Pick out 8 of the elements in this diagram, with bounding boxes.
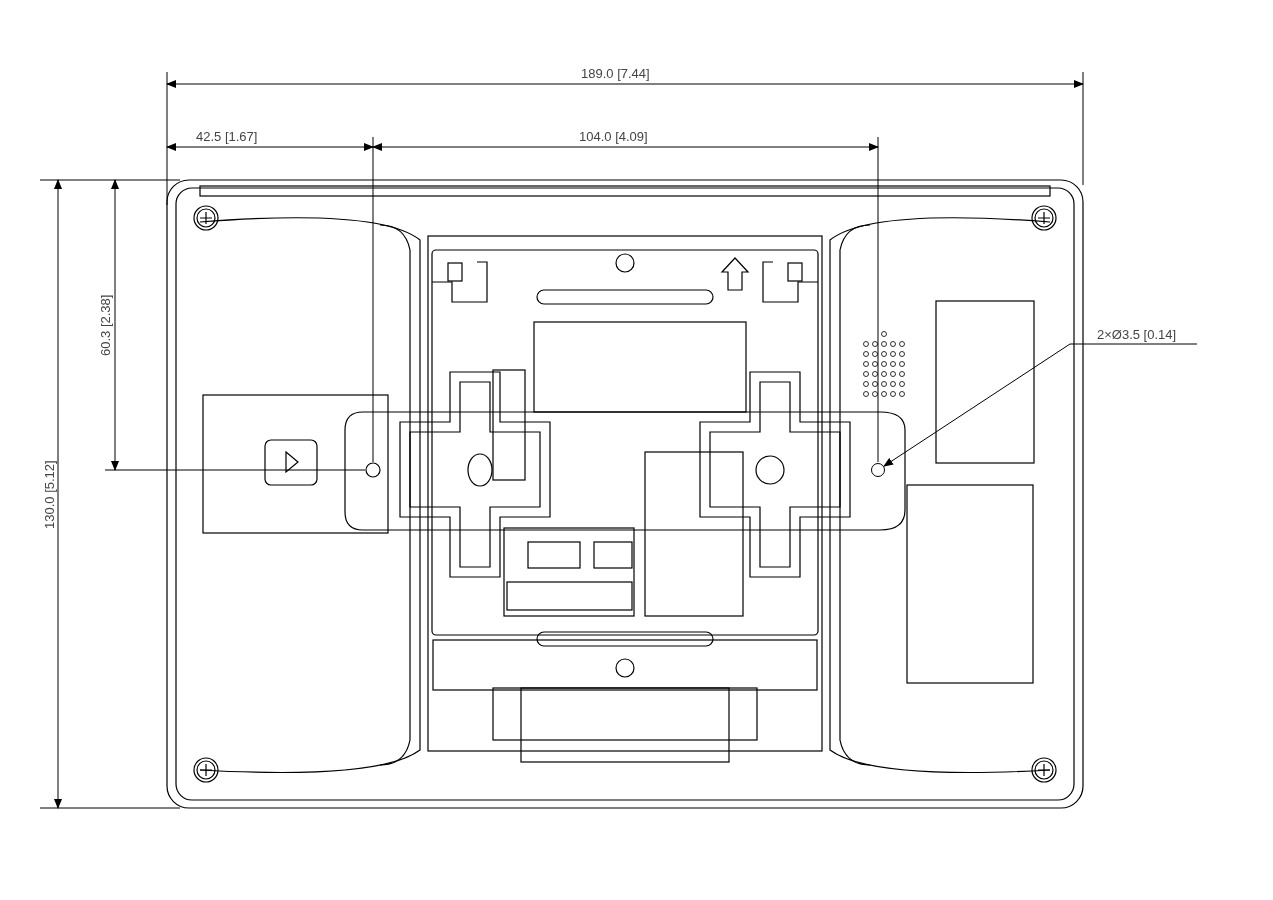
dimension-text: 42.5 [1.67] — [195, 130, 259, 144]
dimension-text: 130.0 [5.12] — [43, 458, 57, 530]
leader-line — [883, 343, 1198, 467]
dimension-text: 104.0 [4.09] — [578, 130, 649, 144]
dimension-text: 189.0 [7.44] — [580, 67, 651, 81]
dimension-text: 60.3 [2.38] — [99, 293, 113, 357]
callout-text: 2×Ø3.5 [0.14] — [1096, 328, 1178, 342]
mounting-hole — [871, 463, 885, 477]
